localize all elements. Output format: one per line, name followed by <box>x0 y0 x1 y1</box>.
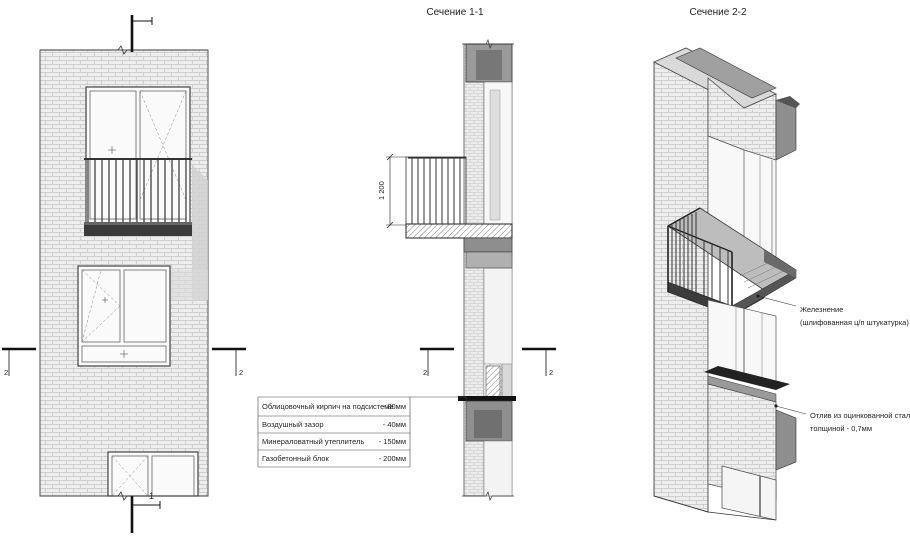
section-marker-2: 2 2 <box>2 347 246 377</box>
soffit-note-line-2: (шлифованная ц/п штукатурка) <box>800 318 909 327</box>
section-balcony-slab <box>405 223 513 239</box>
layer-1-thickness: - 80мм <box>383 402 406 411</box>
section-sill <box>458 396 516 401</box>
layers-table: Облицовочный кирпич на подсистеме - 80мм… <box>257 396 467 468</box>
layer-3-thickness: - 150мм <box>379 437 406 446</box>
cut-marker-mid-right-label: 2 <box>549 368 553 377</box>
elevation-view: 1 2 2 <box>2 15 246 533</box>
drip-note-line-2: толщиной - 0,7мм <box>810 424 872 433</box>
axon-balcony <box>667 207 797 317</box>
section-1-1-view: Сечение 1-1 <box>377 7 556 502</box>
section-1-1-title: Сечение 1-1 <box>426 7 484 18</box>
annotation-drip: Отлив из оцинкованной стали толщиной - 0… <box>774 404 910 433</box>
soffit-note-line-1: Железнение <box>800 305 843 314</box>
section-marker-2-left-label: 2 <box>4 368 8 377</box>
section-2-2-view: Сечение 2-2 <box>653 7 910 521</box>
layer-2-name: Воздушный зазор <box>262 420 324 429</box>
annotation-soffit: Железнение (шлифованная ц/п штукатурка) <box>756 294 909 327</box>
middle-window <box>77 265 171 367</box>
axon-sill <box>704 366 790 390</box>
layer-4-thickness: - 200мм <box>379 454 406 463</box>
section-2-2-title: Сечение 2-2 <box>689 7 747 18</box>
railing-height-value: 1 200 <box>377 181 386 200</box>
lower-window <box>107 451 199 497</box>
layer-3-name: Минераловатный утеплитель <box>262 437 364 446</box>
upper-balcony-railing <box>84 158 192 236</box>
drip-note-line-1: Отлив из оцинкованной стали <box>810 411 910 420</box>
layer-4-name: Газобетонный блок <box>262 454 329 463</box>
section-marker-2-right-label: 2 <box>239 368 243 377</box>
section-balcony <box>405 156 513 253</box>
section-marker-1-label: 1 <box>149 491 154 501</box>
railing-height-dimension: 1 200 <box>377 153 406 229</box>
section-1-1-cut-markers: 2 2 <box>420 347 556 377</box>
cut-marker-mid-left-label: 2 <box>423 368 427 377</box>
layer-2-thickness: - 40мм <box>383 420 406 429</box>
elevation-shadow <box>192 165 208 300</box>
section-marker-1: 1 <box>130 15 161 533</box>
upper-balcony-slab <box>84 222 192 236</box>
layer-1-name: Облицовочный кирпич на подсистеме <box>262 402 394 411</box>
